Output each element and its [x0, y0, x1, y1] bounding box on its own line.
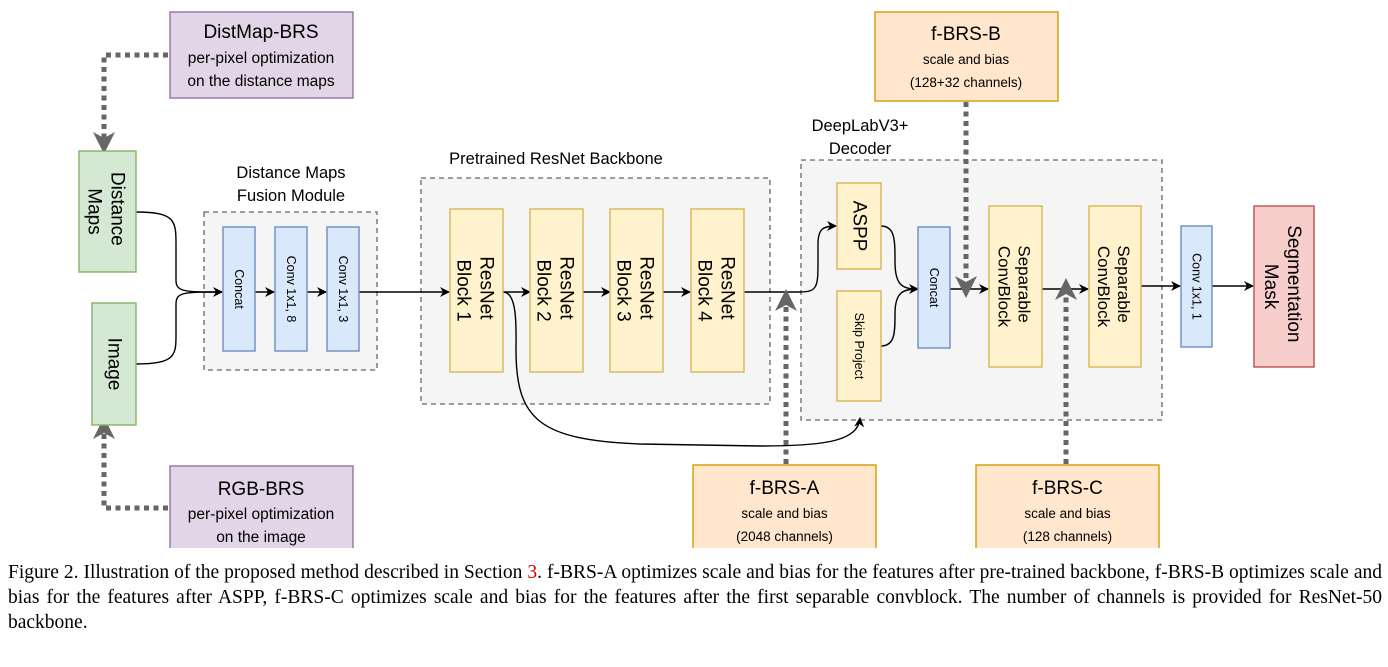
f-brs-b-line2: (128+32 channels): [910, 75, 1022, 90]
decoder-label-1: DeepLabV3+: [812, 117, 909, 135]
fusion-concat-label: Concat: [232, 269, 246, 309]
edge-image-to-concat: [135, 291, 223, 365]
f-brs-b-line1: scale and bias: [923, 52, 1010, 67]
fusion-concat-node: [222, 226, 256, 352]
resnet-block-3-label: ResNet Block 3: [613, 256, 657, 325]
separable-convblock-2-label: Separable ConvBlock: [1094, 245, 1133, 327]
decoder-concat-node: [917, 226, 951, 349]
fusion-conv2-node: [326, 226, 360, 352]
fusion-module-label-1: Distance Maps: [236, 164, 345, 182]
fusion-module-label-2: Fusion Module: [237, 187, 345, 205]
fusion-conv1-label: Conv 1x1, 8: [284, 256, 298, 323]
resnet-block-4-label: ResNet Block 4: [694, 256, 738, 325]
rgb-brs-box: [169, 465, 354, 548]
fusion-conv1-node: [274, 226, 308, 352]
resnet-block-2-label: ResNet Block 2: [533, 256, 577, 325]
distmap-brs-title: DistMap-BRS: [203, 22, 318, 43]
section-reference-link[interactable]: 3: [527, 562, 538, 583]
f-brs-c-line2: (128 channels): [1023, 529, 1112, 544]
resnet-block-2: [529, 208, 584, 373]
segmentation-mask-label: Segmentation Mask: [1260, 225, 1304, 348]
rgb-brs-title: RGB-BRS: [218, 479, 305, 500]
separable-convblock-1: [988, 205, 1043, 368]
edge-block4-to-aspp: [744, 221, 837, 293]
skip-project-label: Skip Project: [852, 313, 866, 380]
f-brs-a-box: [692, 464, 877, 548]
edge-aspp-to-concat: [880, 225, 919, 294]
distmap-brs-line2: on the distance maps: [187, 73, 335, 90]
segmentation-mask-node: [1253, 205, 1315, 368]
f-brs-b-title: f-BRS-B: [931, 24, 1001, 45]
aspp-node: [836, 182, 882, 270]
image-label: Image: [104, 338, 125, 391]
separable-convblock-1-label: Separable ConvBlock: [995, 245, 1034, 327]
distance-maps-label: Distance Maps: [84, 172, 128, 251]
f-brs-a-line2: (2048 channels): [736, 529, 833, 544]
rgb-brs-line2: on the image: [216, 529, 306, 546]
caption-text-start: Figure 2. Illustration of the proposed m…: [8, 562, 528, 583]
rgb-brs-line1: per-pixel optimization: [188, 506, 334, 523]
decoder-label-2: Decoder: [829, 140, 892, 158]
image-node: [91, 302, 137, 426]
resnet-block-1-label: ResNet Block 1: [453, 256, 497, 325]
aspp-label: ASPP: [849, 201, 870, 252]
edge-block1-to-skip: [502, 291, 865, 447]
distmap-brs-line1: per-pixel optimization: [188, 50, 334, 67]
figure-caption: Figure 2. Illustration of the proposed m…: [8, 560, 1382, 635]
decoder-concat-label: Concat: [927, 268, 941, 308]
backbone-label: Pretrained ResNet Backbone: [449, 150, 663, 168]
f-brs-c-line1: scale and bias: [1024, 506, 1111, 521]
f-brs-a-line1: scale and bias: [741, 506, 828, 521]
resnet-block-1: [449, 208, 504, 373]
edge-skip-to-concat: [880, 288, 919, 347]
resnet-block-3: [609, 208, 664, 373]
f-brs-b-box: [874, 11, 1059, 102]
edge-distance-to-concat: [135, 211, 223, 297]
separable-convblock-2: [1088, 205, 1142, 368]
dotted-arrow-rgb: [93, 417, 168, 511]
output-conv-node: [1180, 225, 1213, 348]
f-brs-a-title: f-BRS-A: [750, 478, 820, 499]
fusion-conv2-label: Conv 1x1, 3: [336, 256, 350, 323]
f-brs-c-title: f-BRS-C: [1032, 478, 1103, 499]
f-brs-c-box: [975, 464, 1160, 548]
distmap-brs-box: [169, 11, 354, 99]
skip-project-node: [836, 290, 882, 402]
dotted-arrow-distmap: [93, 52, 168, 154]
distance-maps-node: [78, 150, 137, 273]
resnet-block-4: [690, 208, 745, 373]
method-diagram: Distance Maps Fusion Module Pretrained R…: [78, 11, 1315, 548]
caption-text-end: . f-BRS-A optimizes scale and bias for t…: [8, 562, 1382, 633]
output-conv-label: Conv 1x1, 1: [1190, 253, 1204, 320]
